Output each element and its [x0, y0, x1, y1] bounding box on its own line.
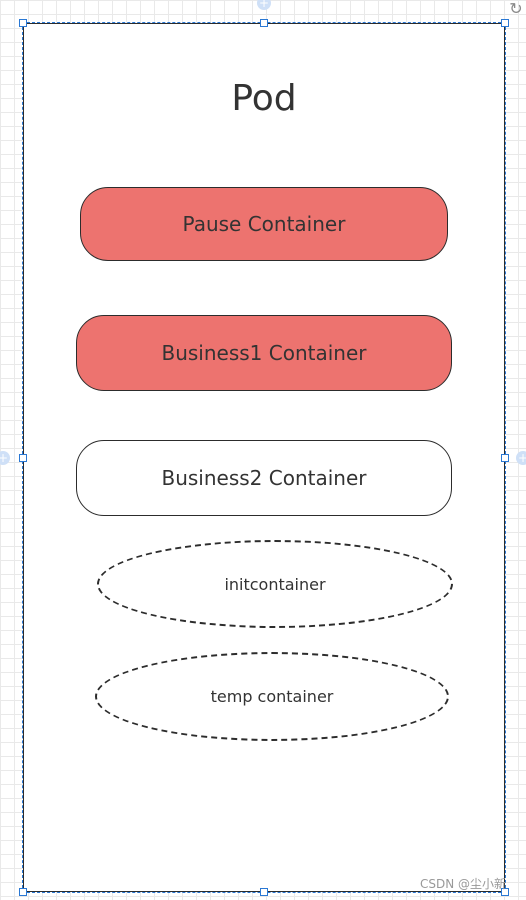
- pod-title: Pod: [231, 78, 297, 119]
- resize-handle-bottom-left[interactable]: [19, 888, 27, 896]
- pause-container-node[interactable]: Pause Container: [80, 187, 448, 261]
- initcontainer-node[interactable]: initcontainer: [97, 540, 453, 628]
- add-connection-right-icon[interactable]: +: [516, 451, 526, 465]
- resize-handle-bottom-right[interactable]: [501, 888, 509, 896]
- business1-container-label: Business1 Container: [161, 341, 367, 365]
- temp-container-label: temp container: [210, 687, 334, 706]
- business2-container-node[interactable]: Business2 Container: [76, 440, 452, 516]
- resize-handle-top-right[interactable]: [501, 19, 509, 27]
- resize-handle-bottom[interactable]: [260, 888, 268, 896]
- resize-handle-left[interactable]: [19, 454, 27, 462]
- pause-container-label: Pause Container: [182, 212, 346, 236]
- initcontainer-label: initcontainer: [224, 574, 326, 594]
- resize-handle-right[interactable]: [501, 454, 509, 462]
- temp-container-node[interactable]: temp container: [95, 652, 449, 741]
- rotate-icon[interactable]: ↻: [509, 0, 523, 18]
- watermark: CSDN @尘小新: [419, 877, 506, 891]
- resize-handle-top[interactable]: [260, 19, 268, 27]
- add-connection-top-icon[interactable]: +: [257, 0, 271, 10]
- resize-handle-top-left[interactable]: [19, 19, 27, 27]
- business1-container-node[interactable]: Business1 Container: [76, 315, 452, 391]
- add-connection-left-icon[interactable]: +: [0, 451, 10, 465]
- business2-container-label: Business2 Container: [161, 466, 367, 490]
